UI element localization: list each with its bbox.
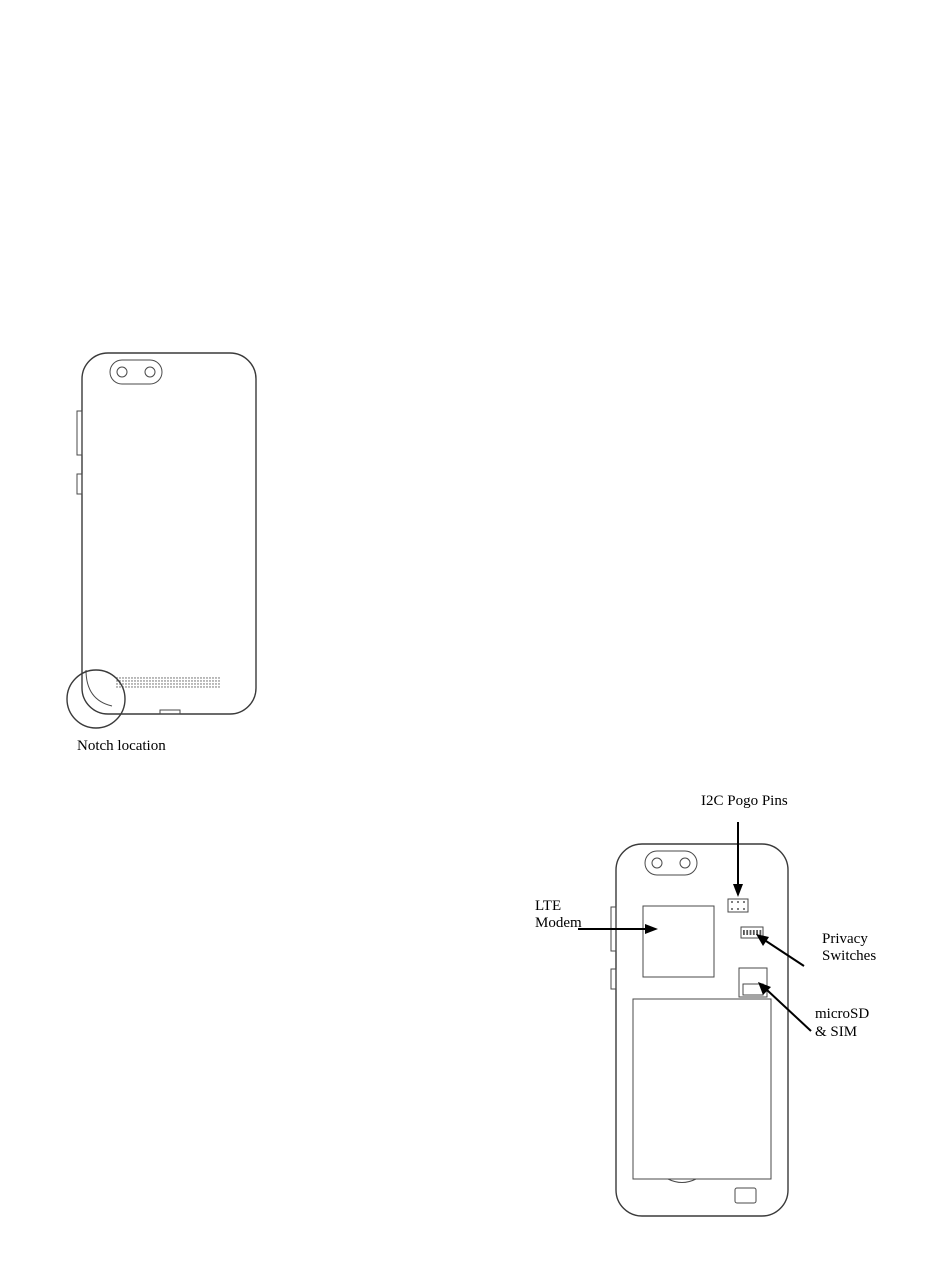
- privacy-switches-label-line1: Privacy: [822, 931, 868, 947]
- side-buttons-2: [611, 907, 616, 989]
- lte-modem-label-line2: Modem: [535, 915, 582, 931]
- speaker-grille: [116, 677, 219, 687]
- notch-location-label: Notch location: [77, 738, 166, 754]
- privacy-switches-label-line2: Switches: [822, 948, 876, 964]
- notch-corner-curve: [86, 670, 112, 706]
- bottom-connector: [735, 1188, 756, 1203]
- lte-modem-arrow: [578, 924, 658, 934]
- microsd-sim-arrow: [758, 982, 811, 1031]
- microsd-sim-label-line1: microSD: [815, 1006, 869, 1022]
- phone-body-outline: [82, 353, 256, 714]
- lte-modem-component: [643, 906, 714, 977]
- battery-component: [633, 999, 771, 1183]
- notch-callout-circle: [67, 670, 125, 728]
- pogo-pins-label: I2C Pogo Pins: [701, 793, 788, 809]
- pogo-pins-component: [728, 899, 748, 912]
- lte-modem-label-line1: LTE: [535, 898, 561, 914]
- microsd-sim-label-line2: & SIM: [815, 1024, 857, 1040]
- pogo-pins-arrow: [733, 822, 743, 897]
- side-buttons: [77, 411, 82, 494]
- phone-interior-outline: [616, 844, 788, 1216]
- phone-interior-figure: I2C Pogo Pins LTE Modem Privacy Switches…: [535, 793, 876, 1216]
- camera-module-2: [645, 851, 697, 875]
- privacy-switches-arrow: [756, 934, 804, 966]
- phone-back-figure: Notch location: [67, 353, 256, 754]
- camera-module: [110, 360, 162, 384]
